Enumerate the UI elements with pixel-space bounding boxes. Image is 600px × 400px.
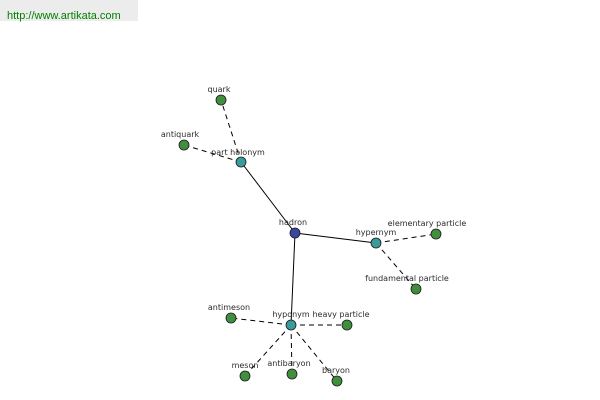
edges-layer <box>183 99 437 382</box>
node-antiquark[interactable]: antiquark <box>161 130 200 151</box>
edge-hadron-to-part-holonym <box>240 161 296 234</box>
nodes-layer: hadron part holonym hypernym hyponym quark an… <box>161 85 467 387</box>
node-label-antibaryon: antibaryon <box>267 359 310 368</box>
node-elementary-particle[interactable]: elementary particle <box>388 219 467 240</box>
node-circle-antiquark[interactable] <box>178 139 190 151</box>
node-label-hadron: hadron <box>279 218 307 227</box>
edge-hyponym-to-antibaryon <box>290 324 293 375</box>
node-label-meson: meson <box>232 361 259 370</box>
node-label-fundamental-particle: fundamental particle <box>365 274 449 283</box>
node-hypernym[interactable]: hypernym <box>356 228 397 249</box>
edge-hyponym-to-baryon <box>290 324 338 382</box>
node-circle-part-holonym[interactable] <box>235 156 247 168</box>
node-part-holonym[interactable]: part holonym <box>211 148 265 168</box>
node-hyponym[interactable]: hyponym <box>272 310 310 331</box>
node-circle-baryon[interactable] <box>331 375 343 387</box>
node-circle-heavy-particle[interactable] <box>341 319 353 331</box>
url-bar: http://www.artikata.com <box>0 0 138 22</box>
node-label-antimeson: antimeson <box>208 303 250 312</box>
node-circle-meson[interactable] <box>239 370 251 382</box>
node-hadron[interactable]: hadron <box>279 218 307 239</box>
edge-part-holonym-to-antiquark <box>183 144 242 163</box>
edge-part-holonym-to-quark <box>220 99 242 163</box>
node-baryon[interactable]: baryon <box>322 366 350 387</box>
node-heavy-particle[interactable]: heavy particle <box>312 310 370 331</box>
node-label-elementary-particle: elementary particle <box>388 219 467 228</box>
node-circle-hadron[interactable] <box>289 227 301 239</box>
node-circle-hypernym[interactable] <box>370 237 382 249</box>
edge-hypernym-to-fundamental-particle <box>375 242 417 290</box>
node-fundamental-particle[interactable]: fundamental particle <box>365 274 449 295</box>
node-circle-antimeson[interactable] <box>225 312 237 324</box>
edge-hadron-to-hyponym <box>290 232 296 326</box>
site-url-link[interactable]: http://www.artikata.com <box>7 10 121 22</box>
node-label-heavy-particle: heavy particle <box>312 310 369 319</box>
node-circle-quark[interactable] <box>215 94 227 106</box>
edge-hyponym-to-antimeson <box>230 317 292 326</box>
node-label-quark: quark <box>208 85 231 94</box>
node-label-antiquark: antiquark <box>161 130 200 139</box>
edge-hypernym-to-elementary-particle <box>375 233 437 244</box>
edge-hadron-to-hypernym <box>294 232 377 244</box>
node-label-hypernym: hypernym <box>356 228 397 237</box>
node-label-baryon: baryon <box>322 366 350 375</box>
node-label-part-holonym: part holonym <box>211 148 265 157</box>
edge-hyponym-to-meson <box>244 324 292 377</box>
node-antimeson[interactable]: antimeson <box>208 303 250 324</box>
node-circle-hyponym[interactable] <box>285 319 297 331</box>
node-circle-elementary-particle[interactable] <box>430 228 442 240</box>
node-antibaryon[interactable]: antibaryon <box>267 359 311 380</box>
node-quark[interactable]: quark <box>208 85 231 106</box>
node-circle-antibaryon[interactable] <box>286 368 298 380</box>
node-label-hyponym: hyponym <box>272 310 310 319</box>
node-circle-fundamental-particle[interactable] <box>410 283 422 295</box>
node-meson[interactable]: meson <box>232 361 259 382</box>
